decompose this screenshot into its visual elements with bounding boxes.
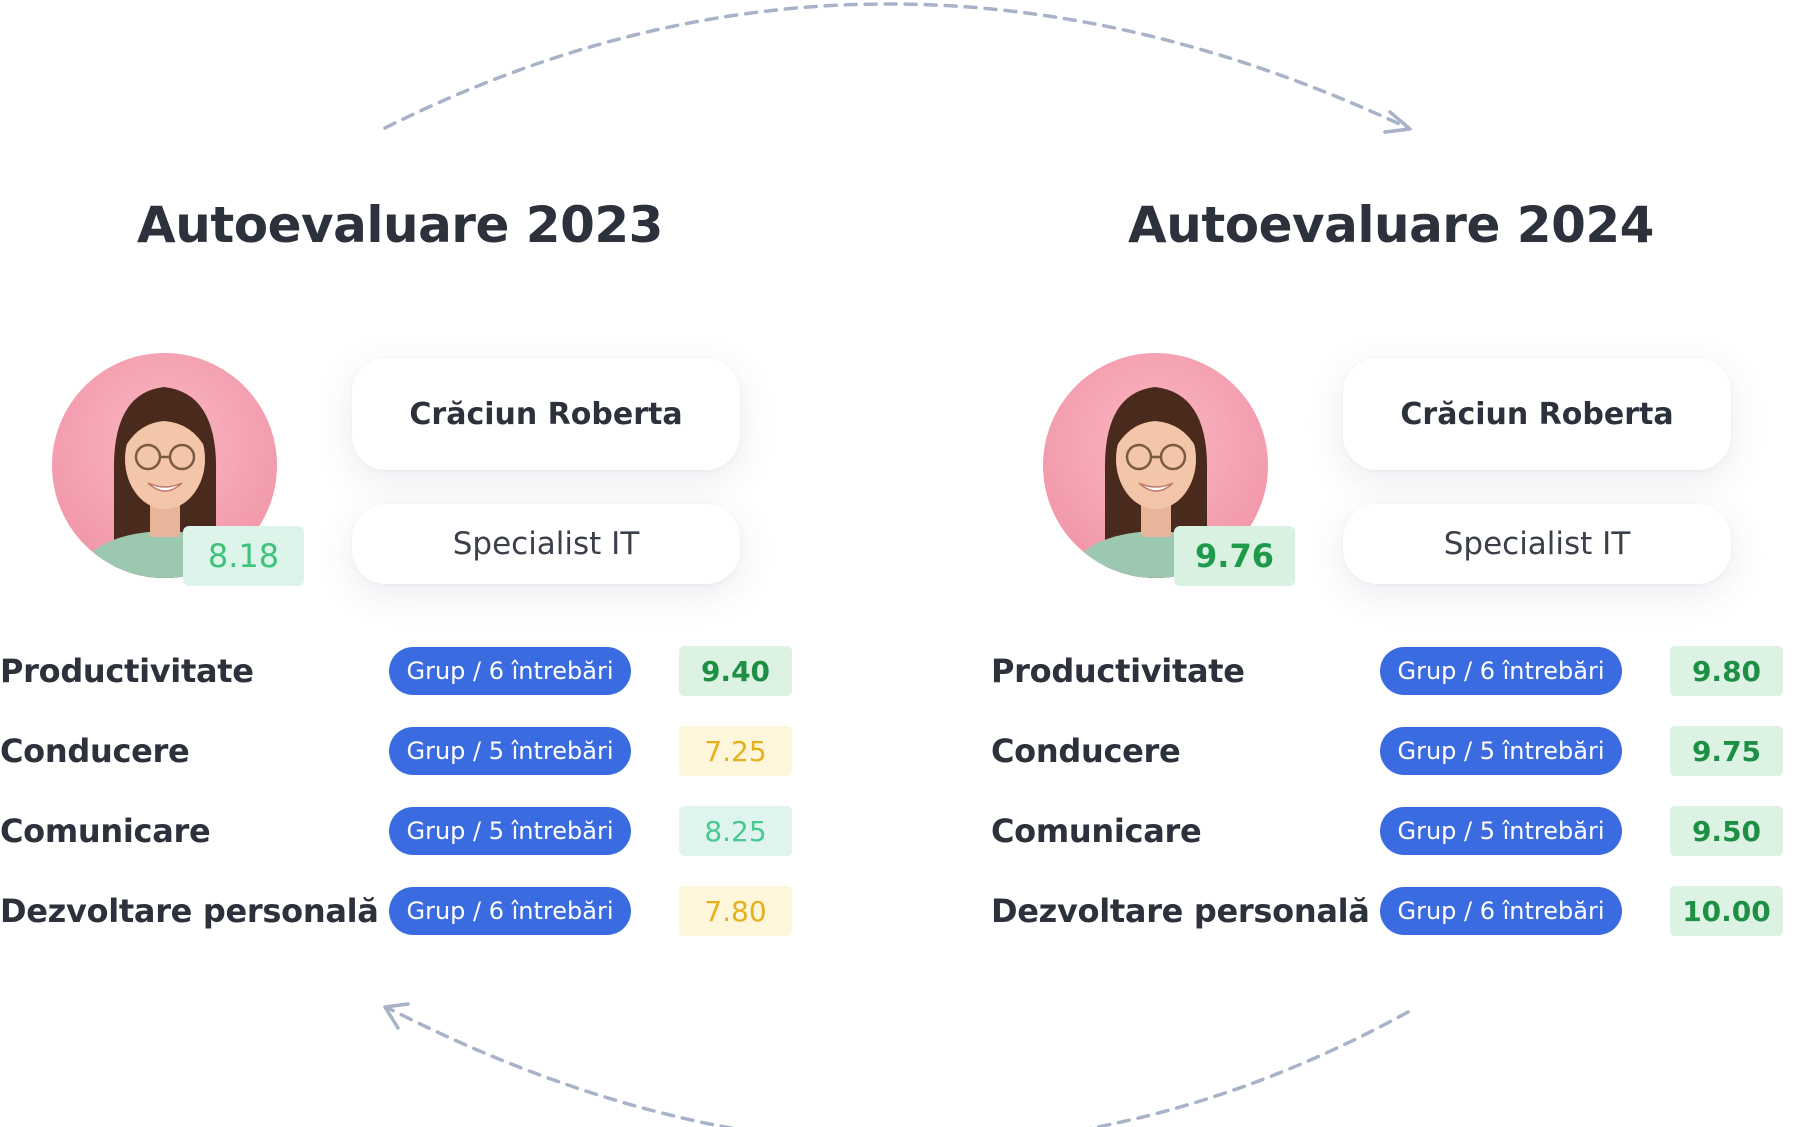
category-row-productivitate: Productivitate Grup / 6 întrebări 9.40: [0, 646, 820, 696]
category-row-conducere: Conducere Grup / 5 întrebări 9.75: [991, 726, 1800, 776]
category-row-conducere: Conducere Grup / 5 întrebări 7.25: [0, 726, 820, 776]
category-row-comunicare: Comunicare Grup / 5 întrebări 9.50: [991, 806, 1800, 856]
employee-role-card: Specialist IT: [352, 504, 740, 584]
question-group-badge[interactable]: Grup / 5 întrebări: [1380, 807, 1622, 855]
category-label: Conducere: [0, 732, 190, 770]
overall-score-badge: 9.76: [1174, 526, 1295, 586]
category-label: Conducere: [991, 732, 1181, 770]
question-group-badge[interactable]: Grup / 5 întrebări: [389, 807, 631, 855]
category-score: 7.25: [679, 726, 792, 776]
category-score: 7.80: [679, 886, 792, 936]
employee-name-card: Crăciun Roberta: [352, 358, 740, 470]
category-row-productivitate: Productivitate Grup / 6 întrebări 9.80: [991, 646, 1800, 696]
evaluation-panel-2023: Autoevaluare 2023 8.18 Crăciun Roberta S…: [0, 0, 820, 1127]
category-score: 8.25: [679, 806, 792, 856]
overall-score-badge: 8.18: [183, 526, 304, 586]
employee-role-card: Specialist IT: [1343, 504, 1731, 584]
category-score: 9.80: [1670, 646, 1783, 696]
question-group-badge[interactable]: Grup / 6 întrebări: [1380, 647, 1622, 695]
category-label: Dezvoltare personală: [0, 892, 379, 930]
panel-title: Autoevaluare 2023: [137, 196, 663, 254]
panel-title: Autoevaluare 2024: [1128, 196, 1654, 254]
category-score: 9.75: [1670, 726, 1783, 776]
question-group-badge[interactable]: Grup / 6 întrebări: [1380, 887, 1622, 935]
question-group-badge[interactable]: Grup / 5 întrebări: [1380, 727, 1622, 775]
category-row-dezvoltare-personala: Dezvoltare personală Grup / 6 întrebări …: [991, 886, 1800, 936]
category-score: 9.40: [679, 646, 792, 696]
category-row-dezvoltare-personala: Dezvoltare personală Grup / 6 întrebări …: [0, 886, 820, 936]
avatar: [52, 353, 277, 578]
evaluation-panel-2024: Autoevaluare 2024 9.76 Crăciun Roberta S…: [991, 0, 1800, 1127]
category-label: Comunicare: [991, 812, 1202, 850]
category-row-comunicare: Comunicare Grup / 5 întrebări 8.25: [0, 806, 820, 856]
question-group-badge[interactable]: Grup / 6 întrebări: [389, 887, 631, 935]
category-score: 10.00: [1670, 886, 1783, 936]
category-label: Productivitate: [991, 652, 1245, 690]
employee-name-card: Crăciun Roberta: [1343, 358, 1731, 470]
category-label: Productivitate: [0, 652, 254, 690]
category-score: 9.50: [1670, 806, 1783, 856]
question-group-badge[interactable]: Grup / 5 întrebări: [389, 727, 631, 775]
category-label: Dezvoltare personală: [991, 892, 1370, 930]
category-label: Comunicare: [0, 812, 211, 850]
question-group-badge[interactable]: Grup / 6 întrebări: [389, 647, 631, 695]
